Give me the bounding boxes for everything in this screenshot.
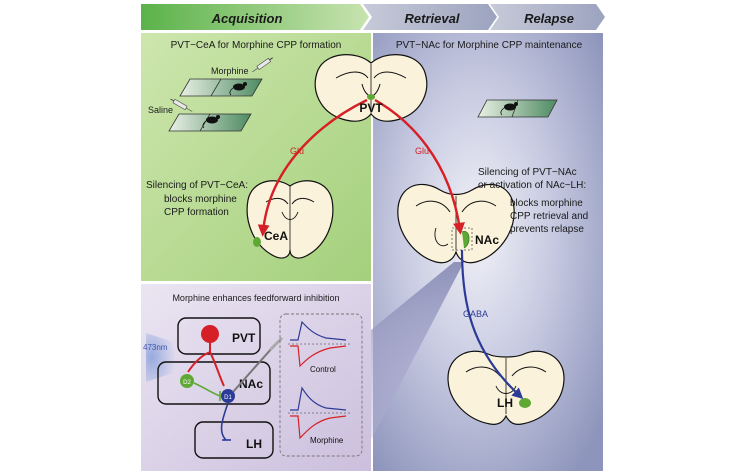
cea-silencing-line2: CPP formation	[164, 207, 229, 218]
cea-silencing-line1: blocks morphine	[164, 194, 237, 205]
brain-section-pvt	[314, 54, 428, 122]
mouse-icon	[229, 82, 247, 96]
feedforward-circuit: 473nm PVT NAc LH D2 D1 Control M	[143, 313, 363, 459]
pvt-to-cea-glu-arrow	[257, 98, 368, 237]
cea-silencing-title: Silencing of PVT−CeA:	[146, 180, 248, 191]
control-trace-blue	[290, 320, 347, 341]
control-label: Control	[310, 365, 336, 374]
mouse-icon	[202, 115, 220, 129]
lh-label: LH	[497, 396, 513, 410]
nac-effect-line1: blocks morphine	[510, 198, 583, 209]
d1-neuron	[221, 389, 235, 403]
morphine-trace-blue	[290, 386, 347, 411]
pvt-label: PVT	[359, 101, 383, 115]
relapse-label: Relapse	[524, 11, 574, 26]
phase-bar: Acquisition Retrieval Relapse	[141, 4, 605, 30]
brain-section-nac	[397, 183, 515, 264]
recording-electrode	[232, 347, 273, 393]
maintenance-title: PVT−NAc for Morphine CPP maintenance	[396, 40, 583, 51]
d2-label: D2	[183, 380, 191, 386]
cpp-box-retrieval	[477, 99, 558, 118]
brain-section-lh	[447, 350, 565, 425]
cpp-box-morphine	[179, 78, 263, 97]
gaba-label: GABA	[463, 309, 488, 319]
nac-silencing-line2: or activation of NAc−LH:	[478, 180, 586, 191]
syringe-icon	[170, 98, 193, 112]
nac-label: NAc	[475, 233, 499, 247]
acquisition-label: Acquisition	[211, 11, 283, 26]
lh-region-box	[194, 421, 274, 459]
morphine-trace-label: Morphine	[310, 436, 344, 445]
circuit-lh-label: LH	[246, 437, 262, 451]
d1-label: D1	[224, 395, 232, 401]
zoom-beam	[371, 262, 464, 440]
light-glow	[146, 333, 176, 382]
d2-neuron	[180, 374, 194, 388]
feedforward-panel	[141, 284, 371, 471]
acquisition-chevron	[141, 4, 369, 30]
pvt-neuron	[201, 325, 219, 343]
pvt-to-nac-glu-arrow	[374, 98, 465, 235]
morphine-trace-red	[290, 415, 347, 440]
control-trace-red	[290, 345, 347, 368]
trace-box	[279, 313, 363, 457]
glu-label-right: Glu	[415, 146, 429, 156]
saline-label: Saline	[148, 105, 173, 115]
nac-to-lh-gaba-arrow	[460, 249, 524, 399]
retrieval-label: Retrieval	[405, 11, 460, 26]
brain-section-cea	[246, 180, 334, 259]
nac-effect-line2: CPP retrieval and	[510, 211, 588, 222]
syringe-icon	[252, 57, 274, 73]
mouse-icon	[500, 102, 518, 116]
feedforward-title: Morphine enhances feedforward inhibition	[172, 293, 339, 303]
morphine-label: Morphine	[211, 66, 249, 76]
pvt-region-box	[177, 317, 261, 355]
glu-label-left: Glu	[290, 146, 304, 156]
circuit-nac-label: NAc	[239, 377, 263, 391]
cea-label: CeA	[264, 229, 288, 243]
acquisition-title: PVT−CeA for Morphine CPP formation	[171, 40, 342, 51]
retrieval-chevron	[363, 4, 497, 30]
nac-effect-line3: prevents relapse	[510, 224, 584, 235]
light-label: 473nm	[143, 343, 168, 352]
circuit-pvt-label: PVT	[232, 331, 256, 345]
nac-silencing-line1: Silencing of PVT−NAc	[478, 167, 577, 178]
relapse-chevron	[490, 4, 605, 30]
